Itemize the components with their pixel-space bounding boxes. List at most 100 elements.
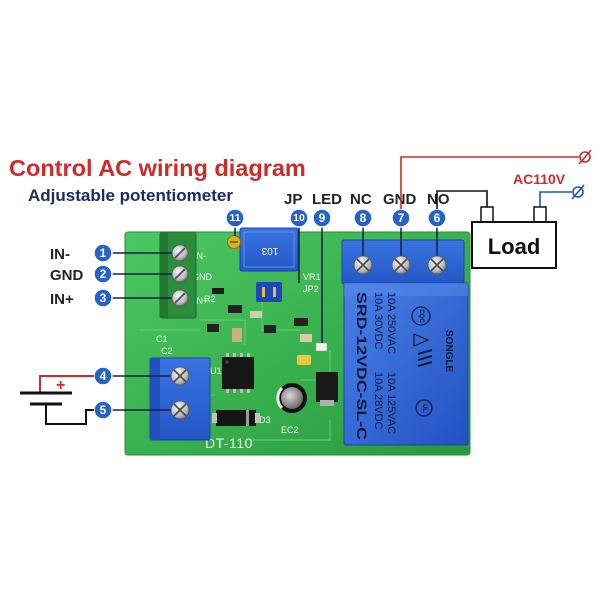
screw-power-minus <box>170 400 190 420</box>
screw-nc <box>353 255 373 275</box>
marker-10-text: 10 <box>293 212 305 224</box>
resistor <box>228 305 242 313</box>
silk-vr1: VR1 <box>303 272 321 282</box>
marker-10: 10 <box>289 208 309 228</box>
transistor <box>316 372 338 402</box>
marker-4: 4 <box>93 366 113 386</box>
diagram-subtitle: Adjustable potentiometer <box>28 186 233 205</box>
relay-brand: SONGLE <box>443 330 454 373</box>
potentiometer-value: 103 <box>261 245 278 256</box>
marker-2-text: 2 <box>100 267 107 281</box>
silk-u1: U1 <box>210 366 222 376</box>
resistor <box>294 318 308 326</box>
load-terminal-left <box>480 206 494 223</box>
jumper <box>256 282 282 302</box>
diode <box>212 410 260 426</box>
marker-6-text: 6 <box>434 211 441 225</box>
warning-triangle-icon <box>413 333 430 347</box>
label-jp: JP <box>284 191 302 208</box>
silk-c2: C2 <box>161 346 173 356</box>
silk-gnd: GND <box>192 272 213 282</box>
ic-chip <box>222 353 254 393</box>
silk-r2: R2 <box>204 294 216 304</box>
resistor <box>212 288 224 294</box>
marker-5: 5 <box>93 400 113 420</box>
resistor <box>250 311 262 318</box>
silk-c1: C1 <box>156 334 168 344</box>
marker-7: 7 <box>391 208 411 228</box>
ul-logo: UL <box>415 399 433 417</box>
label-nc: NC <box>350 191 372 208</box>
dc-supply: + <box>20 375 94 425</box>
silk-jp2: JP2 <box>303 284 319 294</box>
songle-stripe-logo <box>417 349 433 367</box>
smd-components <box>207 288 338 406</box>
power-terminal-block <box>149 357 211 441</box>
ac-supply-label: AC110V <box>513 171 566 187</box>
transistor-tab <box>320 400 334 406</box>
marker-8: 8 <box>353 208 373 228</box>
terminal-screws <box>170 244 447 420</box>
silk-in-plus: IN+ <box>194 296 208 306</box>
relay-rating-dc-2: 10A 28VDC <box>372 372 384 430</box>
neutral-terminal-icon <box>571 184 585 200</box>
marker-11-text: 11 <box>229 212 240 224</box>
silk-ec2: EC2 <box>281 425 299 435</box>
load-box <box>471 221 557 269</box>
relay-rating-ac-2: 10A 125VAC <box>385 372 397 434</box>
live-terminal-icon <box>578 149 592 165</box>
diagram-title: Control AC wiring diagram <box>9 155 306 181</box>
screw-power-plus <box>170 366 190 386</box>
load-terminal-right <box>533 206 547 223</box>
switched-wire <box>436 190 488 209</box>
cqc-logo-text: CQC <box>418 309 424 323</box>
label-gnd-input: GND <box>50 267 84 284</box>
capacitor <box>232 328 242 342</box>
screw-gnd-input <box>171 265 189 283</box>
label-in-minus: IN- <box>50 246 70 263</box>
marker-7-text: 7 <box>398 211 405 225</box>
potentiometer: 103 <box>239 227 299 272</box>
marker-8-text: 8 <box>360 211 367 225</box>
silk-d3: D3 <box>259 415 271 425</box>
screw-in-plus <box>171 289 189 307</box>
live-wire <box>400 156 579 209</box>
label-in-plus: IN+ <box>50 291 74 308</box>
potentiometer-adjust-screw <box>227 235 241 249</box>
relay-rating-ac-1: 10A 250VAC <box>385 292 397 354</box>
screw-no <box>427 255 447 275</box>
resistor <box>207 324 219 332</box>
relay-rating-dc-1: 10A 30VDC <box>372 292 384 350</box>
negative-wire <box>45 404 94 425</box>
label-led: LED <box>312 191 342 208</box>
positive-wire <box>39 375 94 392</box>
marker-1-text: 1 <box>100 246 107 260</box>
screw-in-minus <box>171 244 189 262</box>
label-no: NO <box>427 191 450 208</box>
marker-4-text: 4 <box>100 369 107 383</box>
capacitor-yellow <box>297 355 311 365</box>
marker-5-text: 5 <box>100 403 107 417</box>
marker-9-text: 9 <box>319 211 326 225</box>
marker-3: 3 <box>93 288 113 308</box>
neutral-wire <box>539 191 572 207</box>
marker-11: 11 <box>225 208 245 228</box>
resistor <box>300 334 312 342</box>
marker-6: 6 <box>427 208 447 228</box>
marker-1: 1 <box>93 243 113 263</box>
silk-in-minus: IN- <box>194 251 206 261</box>
marker-2: 2 <box>93 264 113 284</box>
load-label: Load <box>488 234 541 259</box>
label-gnd-relay: GND <box>383 191 417 208</box>
electrolytic-capacitor <box>276 383 307 413</box>
screw-gnd-relay <box>391 255 411 275</box>
leader-lines <box>112 227 438 411</box>
ul-logo-text: UL <box>421 404 427 412</box>
relay-model: SRD-12VDC-SL-C <box>354 292 370 440</box>
board-model: DT-110 <box>205 435 253 451</box>
cqc-logo: CQC <box>411 306 431 326</box>
number-markers: 1 2 3 4 5 6 7 8 9 10 11 <box>93 208 447 420</box>
positive-sign: + <box>56 377 65 394</box>
